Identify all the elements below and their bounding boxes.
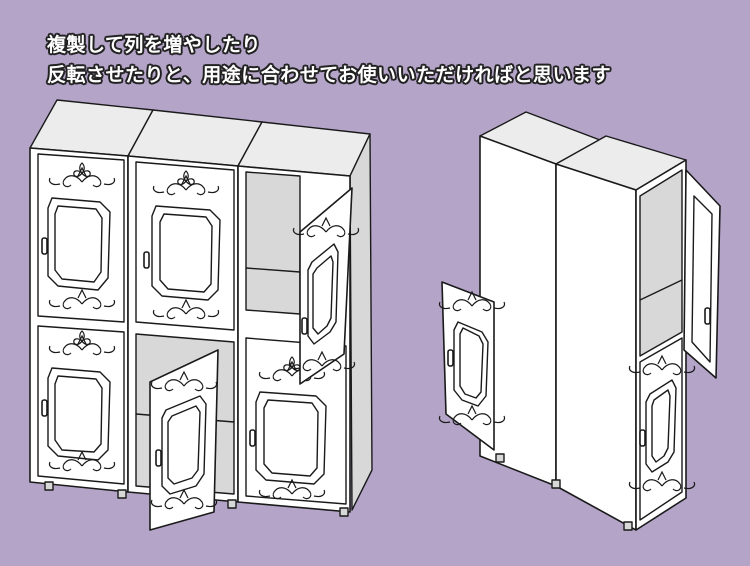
locker-3-side [349, 133, 373, 511]
front-locker-side [555, 163, 637, 531]
front-locker-open-door [683, 169, 721, 379]
locker-2-open-door [149, 349, 219, 531]
locker-3-upper-interior [245, 171, 301, 315]
caption-line-2: 反転させたりと、用途に合わせてお使いいただければと思います [47, 64, 612, 86]
left-locker-row [29, 99, 373, 531]
back-locker-open-door [441, 281, 495, 451]
locker-1-upper-panel [47, 197, 111, 291]
right-locker-pair [438, 111, 721, 531]
front-locker-interior [639, 169, 683, 357]
caption-line-1: 複製して列を増やしたり [47, 34, 261, 56]
locker-1-lower-panel [47, 367, 111, 461]
